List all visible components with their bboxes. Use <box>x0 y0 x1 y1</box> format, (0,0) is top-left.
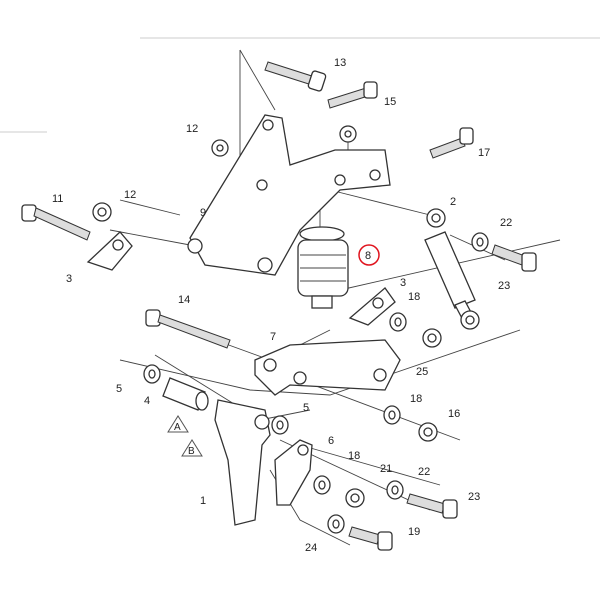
callout-12: 12 <box>186 123 198 135</box>
callout-5: 5 <box>116 383 122 395</box>
callout-18: 18 <box>410 393 422 405</box>
bolt-19 <box>348 526 393 551</box>
reference-mark-b: B <box>181 439 203 457</box>
callout-6: 6 <box>328 435 334 447</box>
callout-25: 25 <box>416 366 428 378</box>
callout-14: 14 <box>178 294 190 306</box>
callout-13: 13 <box>334 57 346 69</box>
callout-8: 8 <box>365 250 371 262</box>
callout-1: 1 <box>200 495 206 507</box>
callout-21: 21 <box>380 463 392 475</box>
shock-absorber-2 <box>424 208 480 330</box>
bolt-23-upper <box>491 244 537 272</box>
callout-7: 7 <box>270 331 276 343</box>
bushing-4 <box>162 377 209 411</box>
bracket-9 <box>189 114 391 276</box>
bolt-13 <box>264 61 327 92</box>
callout-4: 4 <box>144 395 150 407</box>
bracket-6 <box>274 439 313 506</box>
bolt-14 <box>145 309 231 349</box>
callout-labels: 13 15 12 17 11 12 9 2 22 8 3 23 3 18 14 … <box>52 57 512 554</box>
nuts-and-washers <box>92 125 489 534</box>
callout-2: 2 <box>450 196 456 208</box>
callout-17: 17 <box>478 147 490 159</box>
callout-3: 3 <box>66 273 72 285</box>
leader-lines <box>109 49 561 546</box>
callout-9: 9 <box>200 207 206 219</box>
air-spring-8 <box>297 226 349 309</box>
arm-7 <box>254 339 401 396</box>
callout-22: 22 <box>500 217 512 229</box>
plate-3-left <box>86 231 133 271</box>
callout-18: 18 <box>348 450 360 462</box>
bolt-11 <box>21 204 91 241</box>
bolt-23-lower <box>406 493 458 519</box>
callout-15: 15 <box>384 96 396 108</box>
callout-22: 22 <box>418 466 430 478</box>
callout-3: 3 <box>400 277 406 289</box>
callout-23: 23 <box>498 280 510 292</box>
callout-11: 11 <box>52 193 63 205</box>
svg-text:B: B <box>188 446 195 457</box>
callout-12: 12 <box>124 189 136 201</box>
callout-16: 16 <box>448 408 460 420</box>
reference-mark-a: A <box>167 415 189 433</box>
callout-23: 23 <box>468 491 480 503</box>
bolt-17 <box>429 127 474 159</box>
bolt-15 <box>327 81 378 109</box>
callout-18: 18 <box>408 291 420 303</box>
svg-text:A: A <box>174 422 181 433</box>
plate-3-right <box>348 287 396 326</box>
callout-5: 5 <box>303 402 309 414</box>
highlight-circle <box>358 244 380 266</box>
callout-24: 24 <box>305 542 317 554</box>
callout-19: 19 <box>408 526 420 538</box>
